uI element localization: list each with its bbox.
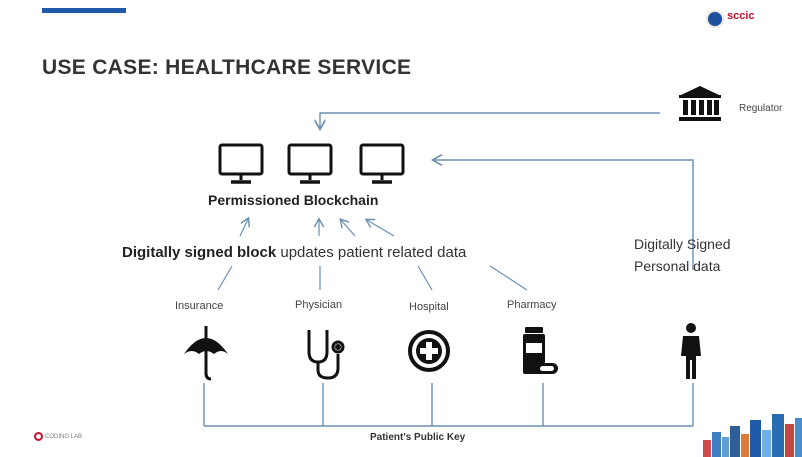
signed-block-caption: Digitally signed block updates patient r…: [122, 244, 466, 261]
signed-block-rest: updates patient related data: [276, 244, 467, 261]
stethoscope-icon: [307, 330, 345, 380]
footer-logo-text: CODING LAB: [45, 433, 83, 440]
medicine-icon: [523, 327, 558, 374]
bank-icon: [679, 86, 721, 121]
footer-logo-icon: [34, 432, 43, 441]
sccic-logo: sccic: [706, 10, 755, 28]
footer-logo: CODING LAB: [34, 432, 82, 441]
signed-block-bold: Digitally signed block: [122, 244, 277, 261]
patient-connector: [434, 160, 694, 270]
blockchain-label: Permissioned Blockchain: [208, 192, 379, 208]
umbrella-icon: [184, 326, 228, 381]
personal-line-2: Personal data: [634, 258, 721, 274]
monitor-icon: [218, 143, 264, 184]
person-icon: [681, 323, 701, 379]
regulator-connector: [320, 112, 660, 128]
public-key-bus: [203, 383, 694, 427]
monitor-icon: [359, 143, 405, 184]
physician-label: Physician: [295, 299, 343, 311]
node-connectors: [217, 265, 528, 291]
pharmacy-label: Pharmacy: [507, 299, 557, 311]
insurance-label: Insurance: [175, 300, 224, 312]
header-accent-bar: [42, 8, 126, 13]
slide-title: USE CASE: HEALTHCARE SERVICE: [42, 56, 412, 79]
public-key-label: Patient's Public Key: [370, 432, 466, 443]
skyline-decoration: [703, 414, 802, 457]
logo-emblem-icon: [706, 10, 724, 28]
monitor-icon: [287, 143, 333, 184]
update-arrows: [239, 219, 395, 237]
hospital-cross-icon: [408, 330, 450, 372]
regulator-label: Regulator: [739, 103, 783, 114]
logo-text: sccic: [727, 10, 755, 22]
personal-line-1: Digitally Signed: [634, 236, 731, 252]
personal-data-caption: Digitally Signed Personal data: [634, 233, 731, 277]
hospital-label: Hospital: [409, 301, 449, 313]
